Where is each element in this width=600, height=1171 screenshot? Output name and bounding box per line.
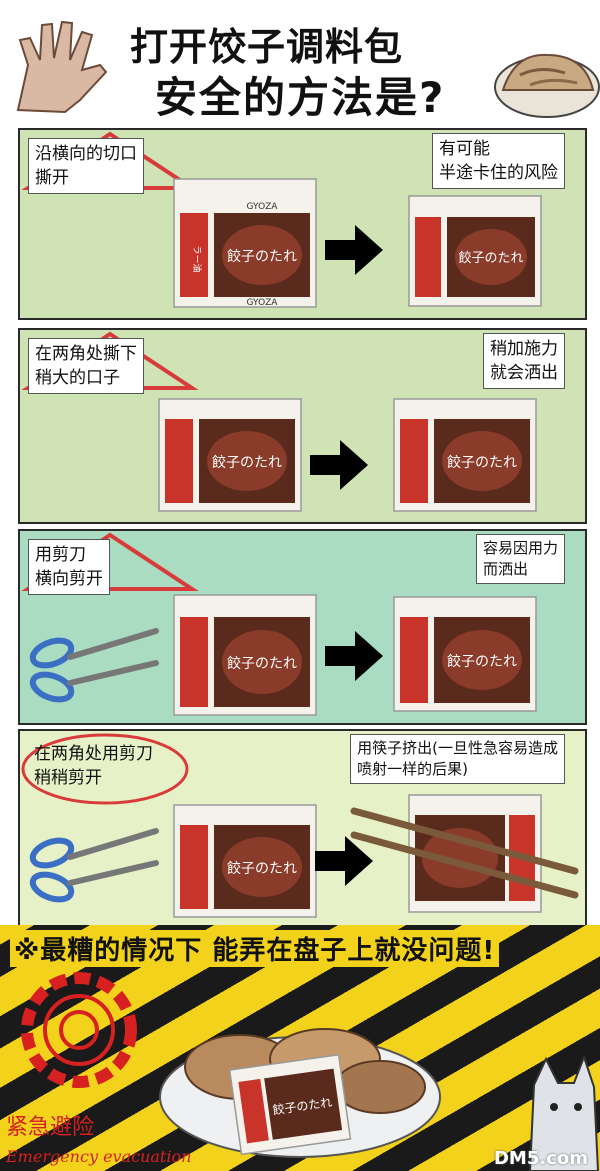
sauce-packet-icon: 餃子のたれ <box>393 398 537 512</box>
risk-line: 用筷子挤出(一旦性急容易造成 <box>357 739 558 757</box>
risk-line: 稍加施力 <box>490 339 558 359</box>
emergency-gear-icon <box>21 972 137 1088</box>
right-arrow-icon <box>315 836 373 886</box>
packet-brand: 餃子のたれ <box>227 860 297 877</box>
method-label: 用剪刀 横向剪开 <box>28 539 110 595</box>
scissors-icon <box>29 628 159 703</box>
risk-label: 容易因用力 而洒出 <box>475 534 565 584</box>
emergency-label-cn: 紧急避险 <box>6 1115 95 1140</box>
dumpling-illustration <box>494 53 600 118</box>
method-line: 在两角处用剪刀 <box>34 744 153 764</box>
cat-illustration <box>528 1054 600 1171</box>
method-line: 稍稍剪开 <box>34 768 102 788</box>
hazard-section: ※最糟的情况下 能弄在盘子上就没问题! 餃子のたれ <box>0 925 600 1171</box>
risk-line: 喷射一样的后果) <box>357 760 468 778</box>
method-line: 撕开 <box>35 168 69 188</box>
dumpling-plate-illustration: 餃子のたれ <box>159 1028 441 1158</box>
sauce-packet-icon: 餃子のたれ <box>173 804 317 918</box>
step-panel-4: 在两角处用剪刀 稍稍剪开 用筷子挤出(一旦性急容易造成 喷射一样的后果) 餃子の… <box>18 729 587 927</box>
risk-label: 稍加施力 就会洒出 <box>483 333 565 389</box>
title-line-2: 安全的方法是? <box>155 73 446 122</box>
packet-code: GYOZA <box>247 298 279 308</box>
hand-illustration <box>16 20 108 114</box>
sauce-packet-icon: 餃子のたれ <box>158 398 302 512</box>
risk-line: 而洒出 <box>482 560 528 578</box>
title-line-1: 打开饺子调料包 <box>130 25 404 69</box>
risk-line: 半途卡住的风险 <box>439 163 558 183</box>
watermark: DM5.com <box>493 1148 588 1169</box>
circle-highlight-icon <box>21 733 189 805</box>
packet-brand: 餃子のたれ <box>447 454 517 471</box>
step-panel-3: 用剪刀 横向剪开 容易因用力 而洒出 餃子のたれ 餃子のたれ <box>18 529 587 725</box>
packet-brand: 餃子のたれ <box>227 655 297 672</box>
scissors-icon <box>29 828 159 903</box>
sauce-packet-icon: 餃子のたれ <box>408 195 542 307</box>
worst-case-banner: ※最糟的情况下 能弄在盘子上就没问题! <box>10 930 500 967</box>
risk-line: 容易因用力 <box>482 539 558 557</box>
right-arrow-icon <box>325 225 383 275</box>
step-panel-2: 在两角处撕下 稍大的口子 稍加施力 就会洒出 餃子のたれ 餃子のたれ <box>18 328 587 524</box>
packet-brand: 餃子のたれ <box>227 248 297 265</box>
sauce-packet-icon: 餃子のたれ ラー油 GYOZA GYOZA <box>173 178 317 308</box>
method-label: 沿横向的切口 撕开 <box>28 138 144 194</box>
right-arrow-icon <box>310 440 368 490</box>
right-arrow-icon <box>325 631 383 681</box>
packet-brand: 餃子のたれ <box>212 454 282 471</box>
method-label: 在两角处用剪刀 稍稍剪开 <box>28 739 159 793</box>
sauce-packet-icon: 餃子のたれ <box>173 594 317 716</box>
risk-line: 就会洒出 <box>490 363 558 383</box>
step-panel-1: 沿横向的切口 撕开 有可能 半途卡住的风险 餃子のたれ ラー油 GYOZA GY… <box>18 128 587 320</box>
method-line: 在两角处撕下 <box>35 344 137 364</box>
method-label: 在两角处撕下 稍大的口子 <box>28 338 144 394</box>
risk-label: 用筷子挤出(一旦性急容易造成 喷射一样的后果) <box>350 734 565 784</box>
sauce-packet-icon: 餃子のたれ <box>393 596 537 712</box>
packet-brand: 餃子のたれ <box>458 250 523 266</box>
method-line: 用剪刀 <box>35 545 86 565</box>
chopsticks-icon <box>350 807 579 899</box>
risk-label: 有可能 半途卡住的风险 <box>432 133 565 189</box>
packet-side: ラー油 <box>191 245 203 272</box>
packet-brand: 餃子のたれ <box>447 653 517 670</box>
risk-line: 有可能 <box>439 139 490 159</box>
packet-code: GYOZA <box>247 202 279 212</box>
title: 打开饺子调料包 安全的方法是? <box>70 10 490 122</box>
method-line: 沿横向的切口 <box>35 144 137 164</box>
method-line: 横向剪开 <box>35 569 103 589</box>
emergency-label-en: Emergency evacuation <box>6 1147 192 1166</box>
method-line: 稍大的口子 <box>35 368 120 388</box>
